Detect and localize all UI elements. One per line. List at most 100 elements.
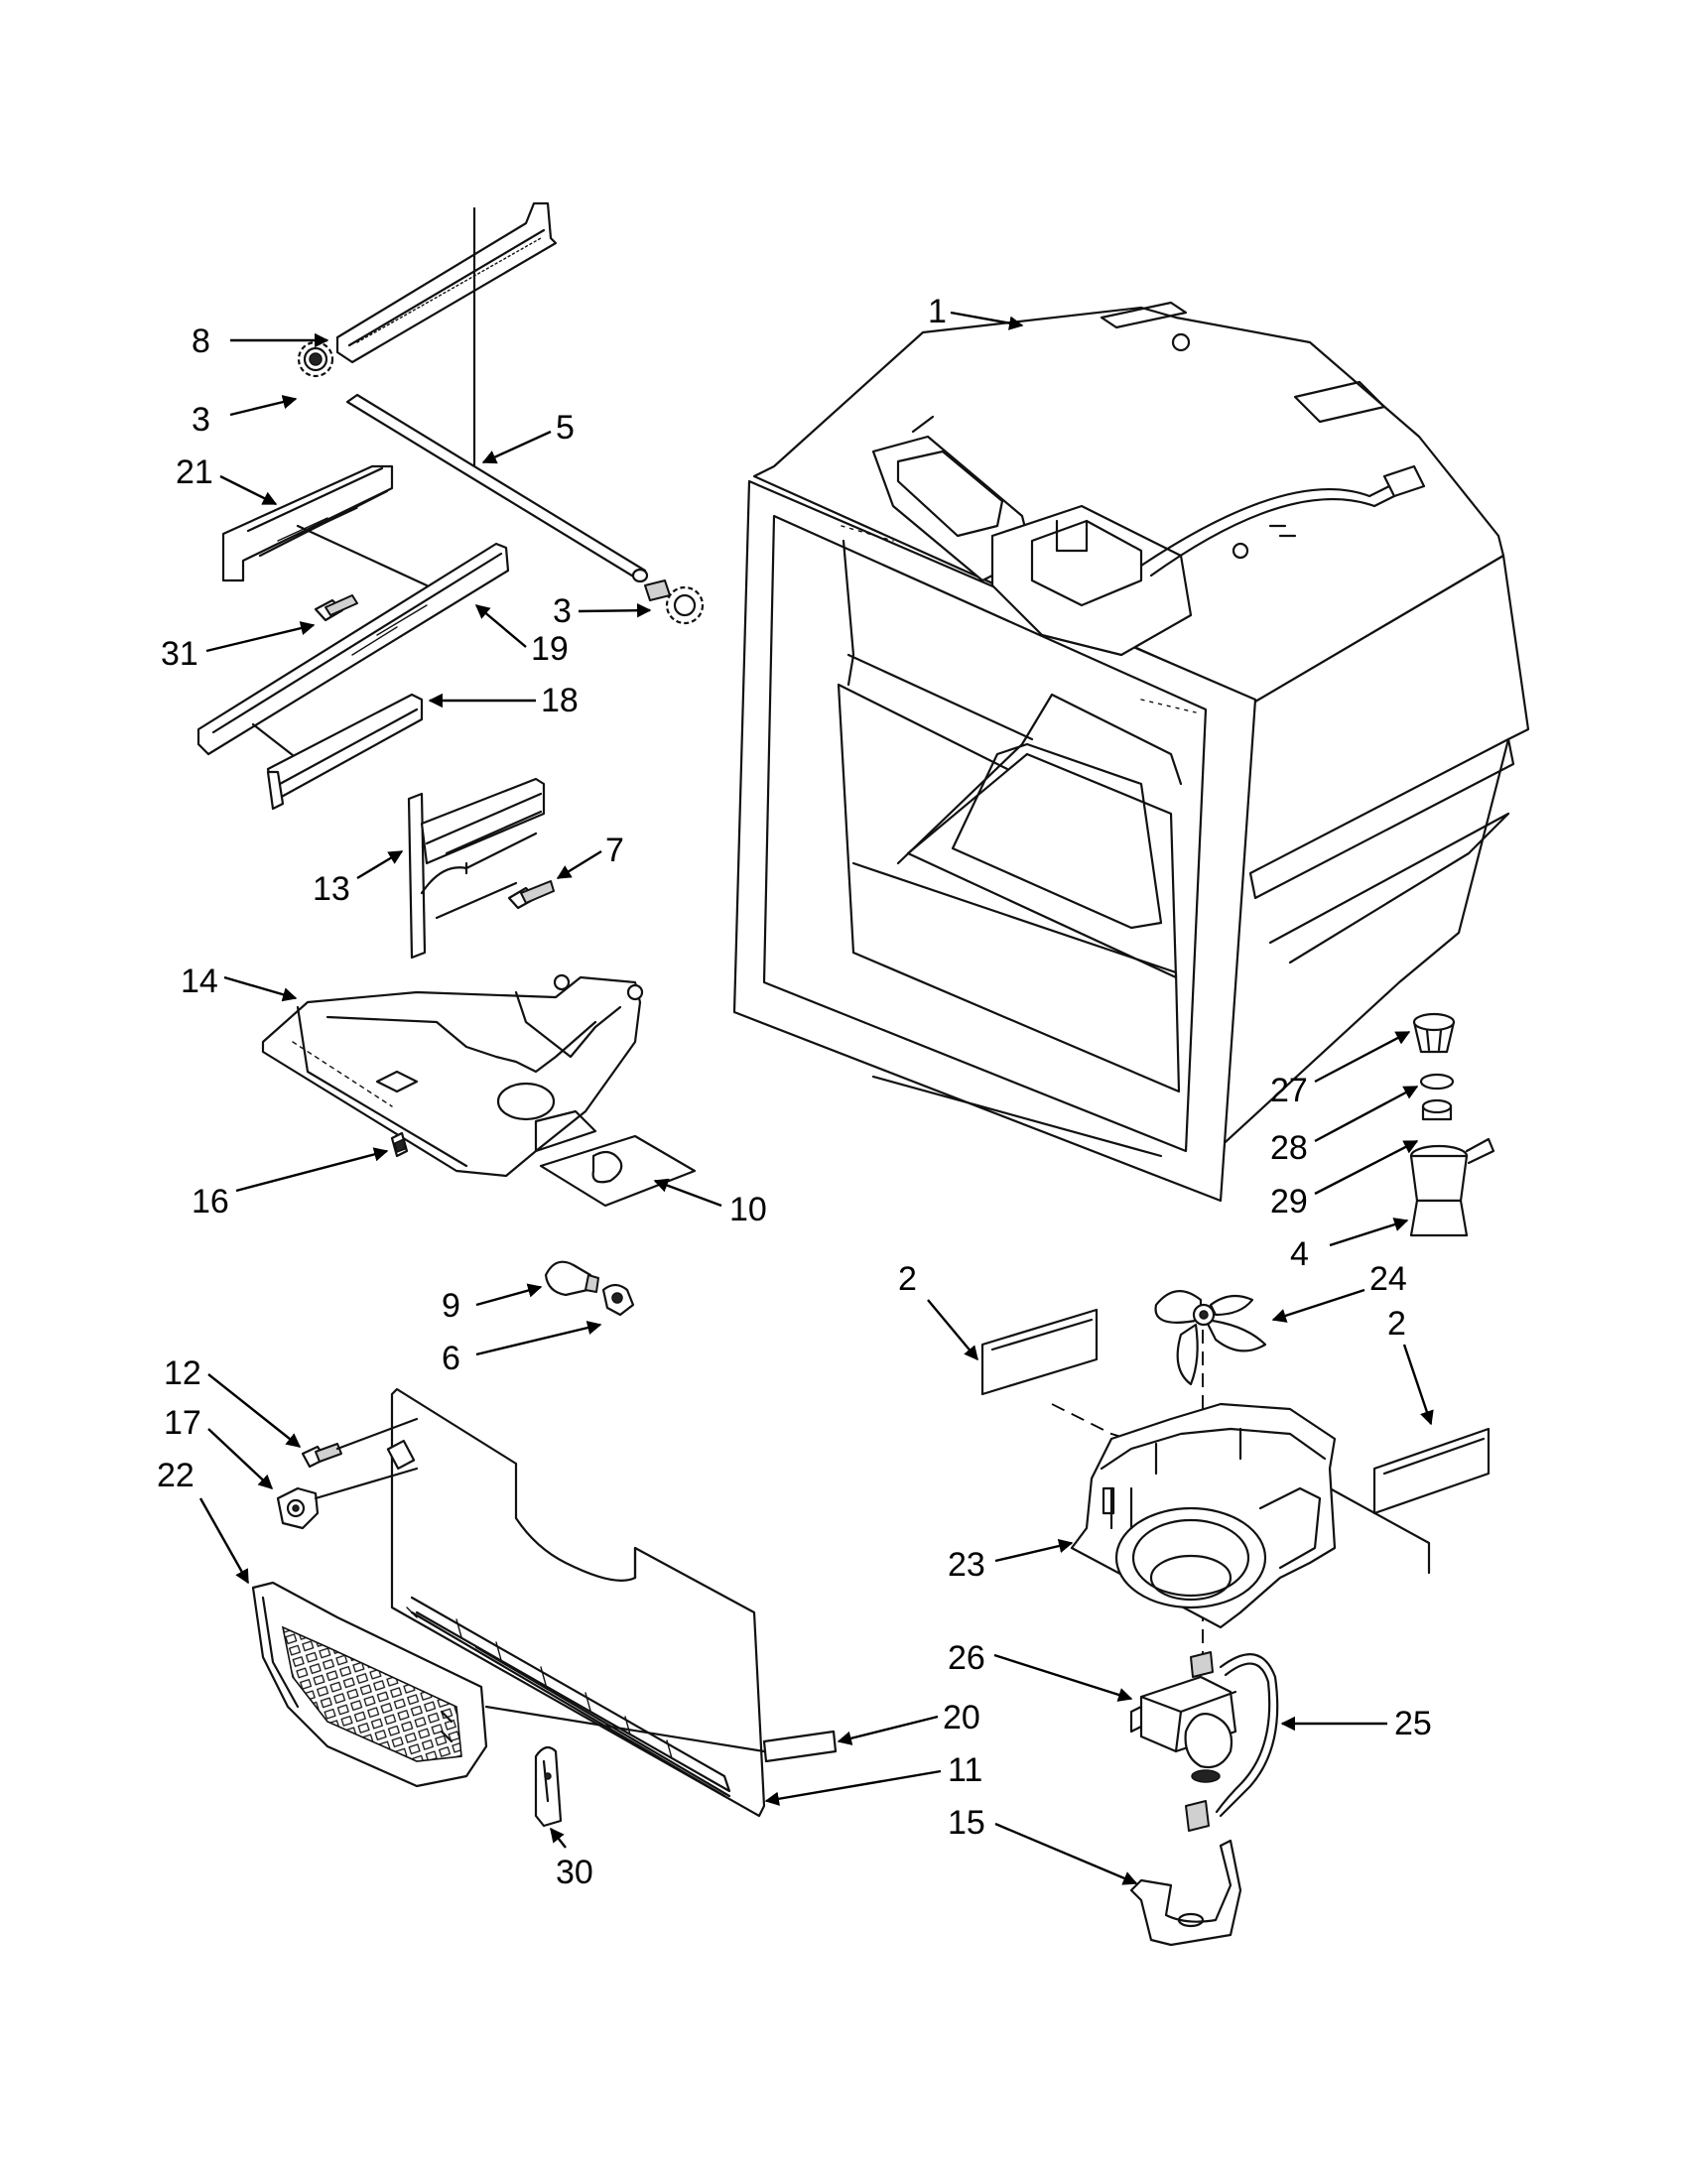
callout-4-label: 4 xyxy=(1290,1235,1309,1273)
callout-12: 12 xyxy=(164,1354,302,1448)
part-19-slide-rail xyxy=(196,542,510,761)
callout-16-label: 16 xyxy=(192,1183,229,1220)
callout-2-right-label: 2 xyxy=(1387,1305,1406,1343)
callout-11-label: 11 xyxy=(948,1751,982,1789)
callout-7: 7 xyxy=(556,832,624,880)
callout-5-label: 5 xyxy=(556,409,575,447)
part-31-screw xyxy=(314,594,358,622)
callout-16: 16 xyxy=(192,1147,389,1220)
part-28-o-ring xyxy=(1419,1073,1455,1091)
callout-9: 9 xyxy=(442,1283,543,1325)
callout-15: 15 xyxy=(948,1804,1138,1885)
callout-3-lower: 3 xyxy=(553,592,652,630)
callout-22-label: 22 xyxy=(157,1457,195,1494)
callout-27-label: 27 xyxy=(1270,1072,1308,1109)
callout-20: 20 xyxy=(837,1699,980,1745)
callout-3-upper: 3 xyxy=(192,395,298,439)
part-5-shaft xyxy=(345,393,649,583)
callout-15-label: 15 xyxy=(948,1804,985,1842)
callout-8-label: 8 xyxy=(192,322,210,360)
callout-27: 27 xyxy=(1270,1030,1411,1109)
part-2-gasket-left xyxy=(980,1308,1099,1396)
callout-29: 29 xyxy=(1270,1139,1419,1220)
part-15-motor-bracket xyxy=(1129,1800,1242,1947)
callout-2-left: 2 xyxy=(898,1260,978,1361)
part-3-gear-lower xyxy=(644,579,705,625)
callout-10-label: 10 xyxy=(729,1191,767,1228)
callout-11: 11 xyxy=(764,1751,982,1806)
part-17-light-socket xyxy=(276,1467,419,1530)
callout-1: 1 xyxy=(928,293,1024,330)
callout-18: 18 xyxy=(428,682,579,719)
part-10-label xyxy=(539,1134,697,1208)
part-9-lamp xyxy=(544,1260,599,1297)
callout-23: 23 xyxy=(948,1538,1074,1584)
callout-2-left-label: 2 xyxy=(898,1260,917,1298)
callout-17-label: 17 xyxy=(164,1404,201,1442)
callout-3-lower-label: 3 xyxy=(553,592,572,630)
part-29-seal xyxy=(1421,1098,1453,1121)
callout-7-label: 7 xyxy=(605,832,624,869)
callout-9-label: 9 xyxy=(442,1287,460,1325)
part-2-gasket-right xyxy=(1372,1427,1491,1515)
callout-13: 13 xyxy=(313,849,404,908)
part-14-drawer-housing xyxy=(261,973,644,1178)
callout-22: 22 xyxy=(157,1457,250,1585)
callout-25: 25 xyxy=(1280,1705,1432,1742)
callout-12-label: 12 xyxy=(164,1354,201,1392)
callout-30-label: 30 xyxy=(556,1854,593,1891)
callout-28-label: 28 xyxy=(1270,1129,1308,1167)
part-24-fan-blade xyxy=(1154,1290,1267,1386)
callout-13-label: 13 xyxy=(313,870,350,908)
part-8-slide-rail xyxy=(335,201,558,476)
callout-14-label: 14 xyxy=(181,963,218,1000)
part-27-collar xyxy=(1412,1012,1456,1054)
part-23-fan-shroud xyxy=(1070,1402,1337,1629)
callout-24-label: 24 xyxy=(1369,1260,1407,1298)
callout-17: 17 xyxy=(164,1404,274,1489)
callout-18-label: 18 xyxy=(541,682,579,719)
callout-2-right: 2 xyxy=(1387,1305,1434,1426)
callout-23-label: 23 xyxy=(948,1546,985,1584)
callout-29-label: 29 xyxy=(1270,1183,1308,1220)
callout-31-label: 31 xyxy=(161,635,198,673)
part-1-freezer-housing xyxy=(732,301,1530,1203)
callout-5: 5 xyxy=(481,409,575,464)
callout-30: 30 xyxy=(550,1827,593,1891)
part-11-rear-panel xyxy=(386,1387,766,1818)
callout-4: 4 xyxy=(1290,1218,1409,1273)
callout-26: 26 xyxy=(948,1639,1133,1702)
callout-24: 24 xyxy=(1271,1260,1407,1323)
callout-14: 14 xyxy=(181,963,298,1002)
callout-26-label: 26 xyxy=(948,1639,985,1677)
callout-20-label: 20 xyxy=(943,1699,980,1736)
part-6-socket xyxy=(601,1283,635,1317)
callout-28: 28 xyxy=(1270,1085,1419,1167)
part-13-side-bracket xyxy=(407,777,546,960)
callout-6-label: 6 xyxy=(442,1340,460,1377)
part-25-wire-harness xyxy=(1215,1653,1279,1818)
callout-19-label: 19 xyxy=(531,630,569,668)
callout-21: 21 xyxy=(176,453,278,506)
callout-1-label: 1 xyxy=(928,293,947,330)
part-30-clip xyxy=(534,1745,563,1828)
callout-8: 8 xyxy=(192,322,329,360)
part-21-bracket xyxy=(221,464,429,587)
part-18-slide-rail xyxy=(266,693,424,811)
part-4-damper xyxy=(1409,1137,1495,1237)
part-22-grille-cover xyxy=(251,1581,488,1788)
callout-3-upper-label: 3 xyxy=(192,401,210,439)
part-7-screw xyxy=(507,880,555,910)
part-20-foam-strip xyxy=(484,1705,838,1763)
callout-21-label: 21 xyxy=(176,453,213,491)
part-12-screw xyxy=(301,1417,419,1469)
part-16-clip xyxy=(390,1131,409,1158)
part-26-fan-motor xyxy=(1129,1651,1237,1783)
callout-31: 31 xyxy=(161,621,316,673)
callout-10: 10 xyxy=(653,1178,767,1228)
callout-6: 6 xyxy=(442,1321,602,1377)
callout-19: 19 xyxy=(474,604,569,668)
callout-25-label: 25 xyxy=(1394,1705,1432,1742)
callout-layer: 8 3 21 5 3 31 19 18 xyxy=(157,293,1434,1891)
